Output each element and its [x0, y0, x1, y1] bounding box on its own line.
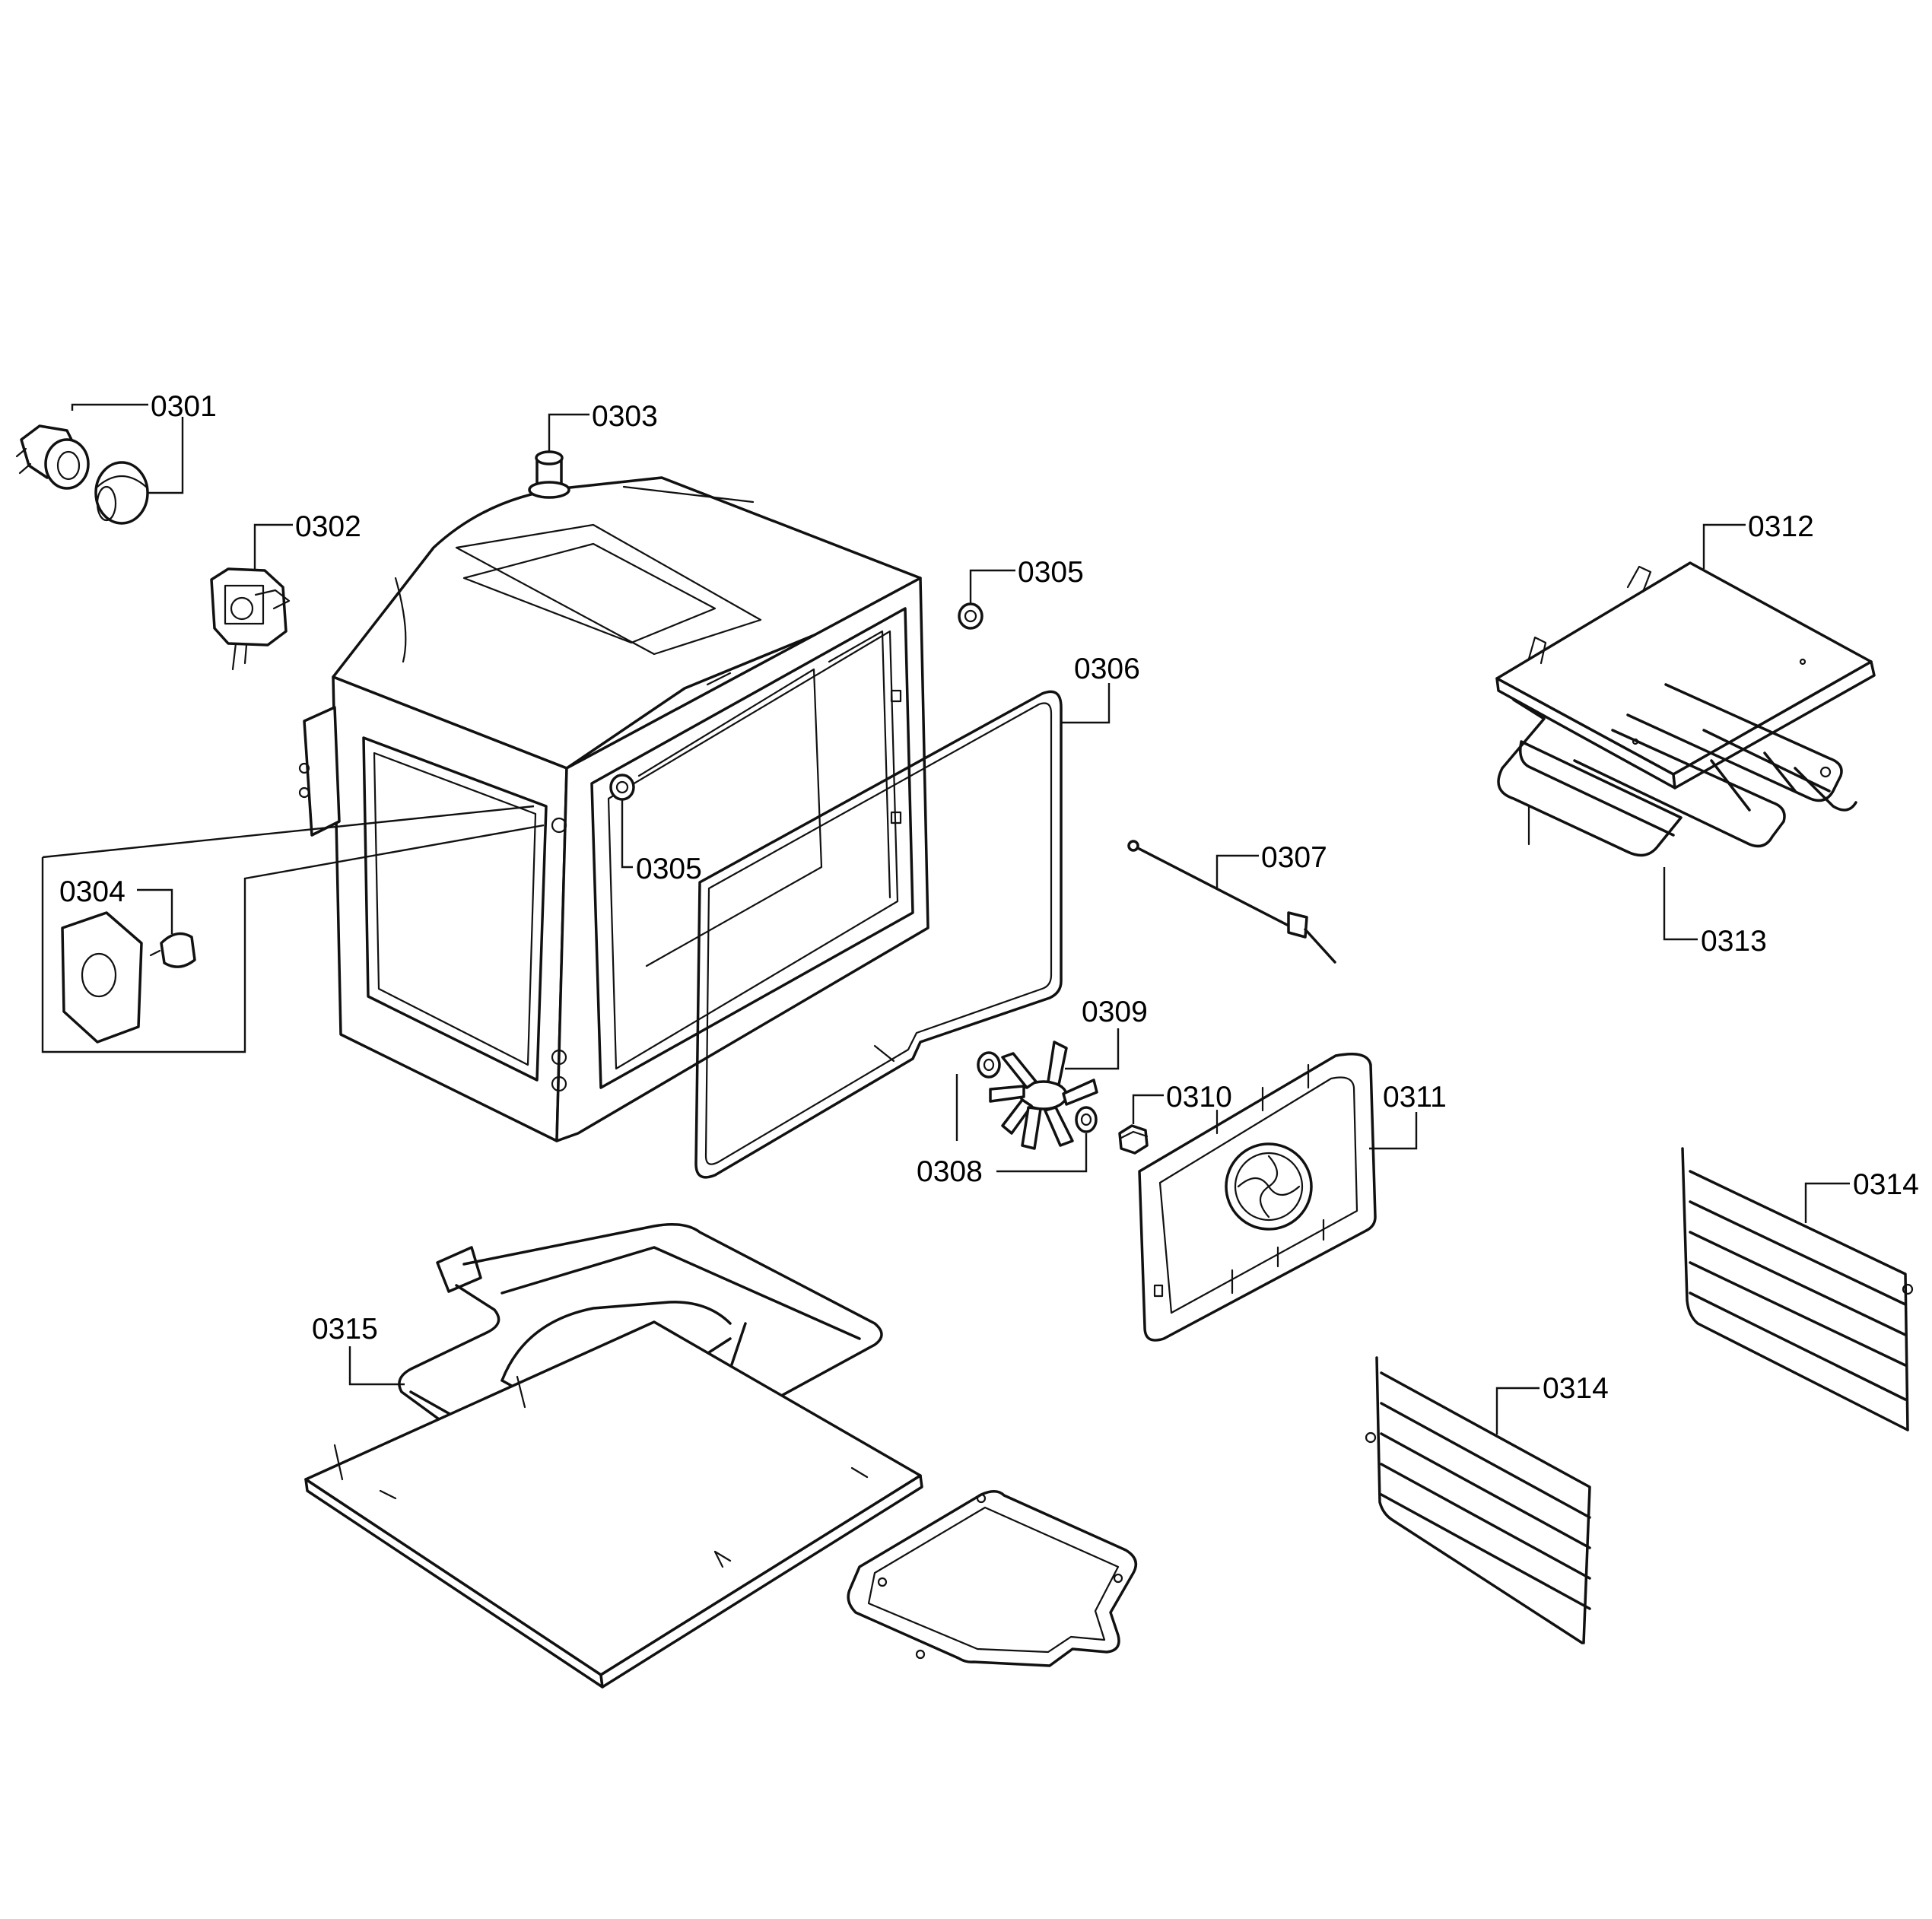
part-0310-nut — [1118, 1124, 1149, 1155]
part-0313-top-heating-element — [1497, 683, 1857, 857]
callout-0311: 0311 — [1383, 1081, 1447, 1114]
part-0307-temperature-probe — [1127, 840, 1336, 964]
leader-0301-socket — [71, 403, 148, 411]
callout-0312: 0312 — [1748, 510, 1814, 543]
part-0312-top-heater-cover — [1495, 561, 1876, 790]
callout-0313: 0313 — [1701, 925, 1767, 958]
leader-0303 — [548, 413, 589, 452]
leader-0311 — [1369, 1112, 1418, 1150]
part-0311-fan-cover — [1138, 1053, 1377, 1342]
lamp-socket — [15, 424, 90, 490]
callout-0306: 0306 — [1074, 653, 1140, 685]
callout-0303: 0303 — [592, 400, 658, 433]
part-0301-oven-lamp — [15, 424, 149, 525]
bottom-panel — [304, 1320, 923, 1689]
part-0302-fan-motor — [210, 567, 291, 671]
leader-0301-lens — [148, 417, 184, 494]
callout-0304: 0304 — [59, 875, 126, 908]
leader-0307 — [1215, 854, 1259, 888]
callout-0308: 0308 — [917, 1155, 983, 1188]
part-0304-detail-inset — [41, 805, 545, 1053]
leader-0315 — [348, 1346, 405, 1386]
callout-0309: 0309 — [1082, 996, 1148, 1028]
callout-0307: 0307 — [1261, 841, 1327, 874]
leader-0302 — [253, 523, 293, 570]
leader-0313 — [1663, 867, 1698, 941]
leader-0308-b — [996, 1133, 1088, 1173]
leader-0304 — [137, 888, 173, 934]
callout-0310: 0310 — [1166, 1081, 1232, 1114]
callout-0314a: 0314 — [1853, 1168, 1919, 1201]
leader-0314a — [1804, 1182, 1850, 1223]
callout-0314b: 0314 — [1543, 1372, 1609, 1405]
part-0303-sensor — [528, 450, 570, 499]
callout-0302: 0302 — [295, 510, 361, 543]
part-0305-roller-a — [958, 602, 983, 630]
leader-0305a — [969, 569, 1015, 604]
part-0314-rack-support-right — [1681, 1147, 1914, 1431]
callout-0305b: 0305 — [636, 853, 702, 885]
part-0305-roller-b — [609, 774, 635, 801]
part-0306-door-gasket — [694, 690, 1063, 1179]
leader-0305b — [621, 800, 633, 869]
part-0309-fan-blade — [989, 1041, 1098, 1150]
leader-0314b — [1495, 1387, 1540, 1434]
leader-0309 — [1065, 1028, 1120, 1070]
part-0308-washer — [977, 1051, 1098, 1133]
callout-0301: 0301 — [151, 390, 217, 423]
leader-0310 — [1132, 1094, 1164, 1124]
bottom-gasket — [847, 1490, 1138, 1667]
callout-0305a: 0305 — [1018, 556, 1084, 589]
lamp-lens — [94, 461, 149, 525]
part-0314-rack-support-left — [1365, 1356, 1591, 1644]
callout-0315: 0315 — [312, 1313, 378, 1346]
leader-0306 — [1061, 683, 1111, 724]
leader-0312 — [1702, 523, 1746, 569]
